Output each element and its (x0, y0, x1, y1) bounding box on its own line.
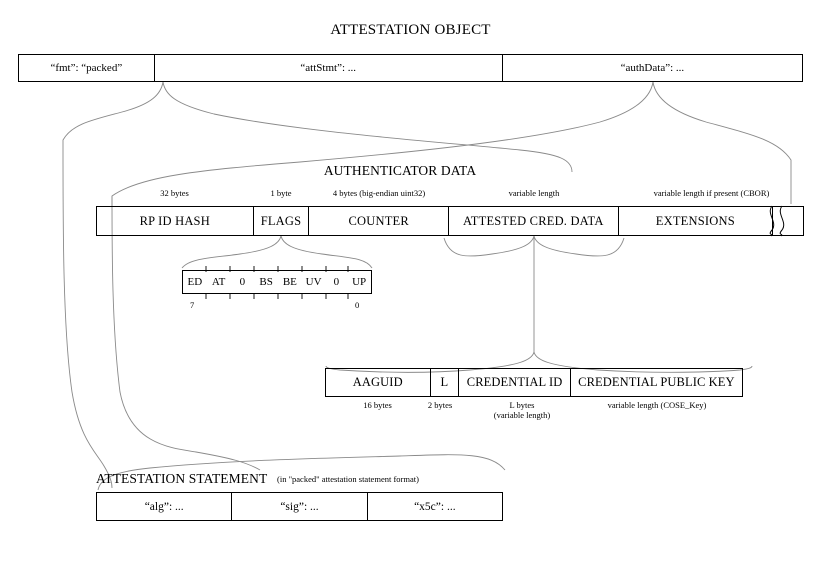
field-counter[interactable]: COUNTER (309, 207, 450, 235)
field-credential-id-length[interactable]: L (431, 369, 460, 396)
field-sig[interactable]: “sig”: ... (232, 493, 368, 520)
field-credential-id[interactable]: CREDENTIAL ID (459, 369, 571, 396)
flag-bit-at[interactable]: AT (211, 276, 226, 288)
authenticator-data-row: RP ID HASH FLAGS COUNTER ATTESTED CRED. … (96, 206, 804, 236)
caption-aaguid-size: 16 bytes (363, 400, 392, 410)
attestation-statement-note: (in "packed" attestation statement forma… (277, 474, 419, 484)
caption-counter-size: 4 bytes (big-endian uint32) (332, 188, 426, 198)
flag-bit-be[interactable]: BE (282, 276, 297, 288)
flags-byte-box: ED AT 0 BS BE UV 0 UP (182, 270, 372, 294)
flag-bit-bs[interactable]: BS (259, 276, 273, 288)
flag-bit-uv[interactable]: UV (305, 276, 322, 288)
field-flags[interactable]: FLAGS (254, 207, 310, 235)
field-rp-id-hash[interactable]: RP ID HASH (97, 207, 254, 235)
caption-rp-id-hash-size: 32 bytes (160, 188, 189, 198)
caption-credential-public-key-size: variable length (COSE_Key) (607, 400, 707, 410)
caption-credential-id-size: L bytes (509, 400, 535, 410)
caption-credential-id-size-note: (variable length) (493, 410, 551, 420)
flags-high-bit-index: 7 (190, 300, 195, 310)
attested-credential-data-row: AAGUID L CREDENTIAL ID CREDENTIAL PUBLIC… (325, 368, 743, 397)
flag-bit-rfu2[interactable]: 0 (239, 276, 246, 288)
flag-bit-up[interactable]: UP (352, 276, 367, 288)
flags-low-bit-index: 0 (355, 300, 360, 310)
field-aaguid[interactable]: AAGUID (326, 369, 431, 396)
field-attstmt[interactable]: “attStmt”: ... (155, 55, 503, 81)
field-credential-public-key[interactable]: CREDENTIAL PUBLIC KEY (578, 375, 735, 389)
caption-flags-size: 1 byte (270, 188, 292, 198)
caption-extensions-size: variable length if present (CBOR) (653, 188, 770, 198)
page-title: ATTESTATION OBJECT (330, 22, 491, 38)
caption-credential-id-length-size: 2 bytes (427, 400, 453, 410)
field-continuation-break (773, 207, 803, 235)
attestation-statement-title: ATTESTATION STATEMENT (96, 471, 268, 486)
authenticator-data-title: AUTHENTICATOR DATA (323, 163, 477, 178)
field-alg[interactable]: “alg”: ... (97, 493, 233, 520)
caption-attested-cred-data-size: variable length (508, 188, 560, 198)
field-attested-cred-data[interactable]: ATTESTED CRED. DATA (449, 207, 619, 235)
field-fmt[interactable]: “fmt”: “packed” (19, 55, 155, 81)
field-authdata[interactable]: “authData”: ... (620, 62, 685, 74)
attestation-statement-row: “alg”: ... “sig”: ... “x5c”: ... (96, 492, 503, 521)
attestation-object-row: “fmt”: “packed” “attStmt”: ... “authData… (18, 54, 803, 82)
flag-bit-rfu1[interactable]: 0 (333, 276, 340, 288)
field-x5c[interactable]: “x5c”: ... (414, 500, 456, 513)
flags-box-ticks (205, 266, 349, 299)
flag-bit-ed[interactable]: ED (187, 276, 203, 288)
field-extensions[interactable]: EXTENSIONS (619, 207, 774, 235)
